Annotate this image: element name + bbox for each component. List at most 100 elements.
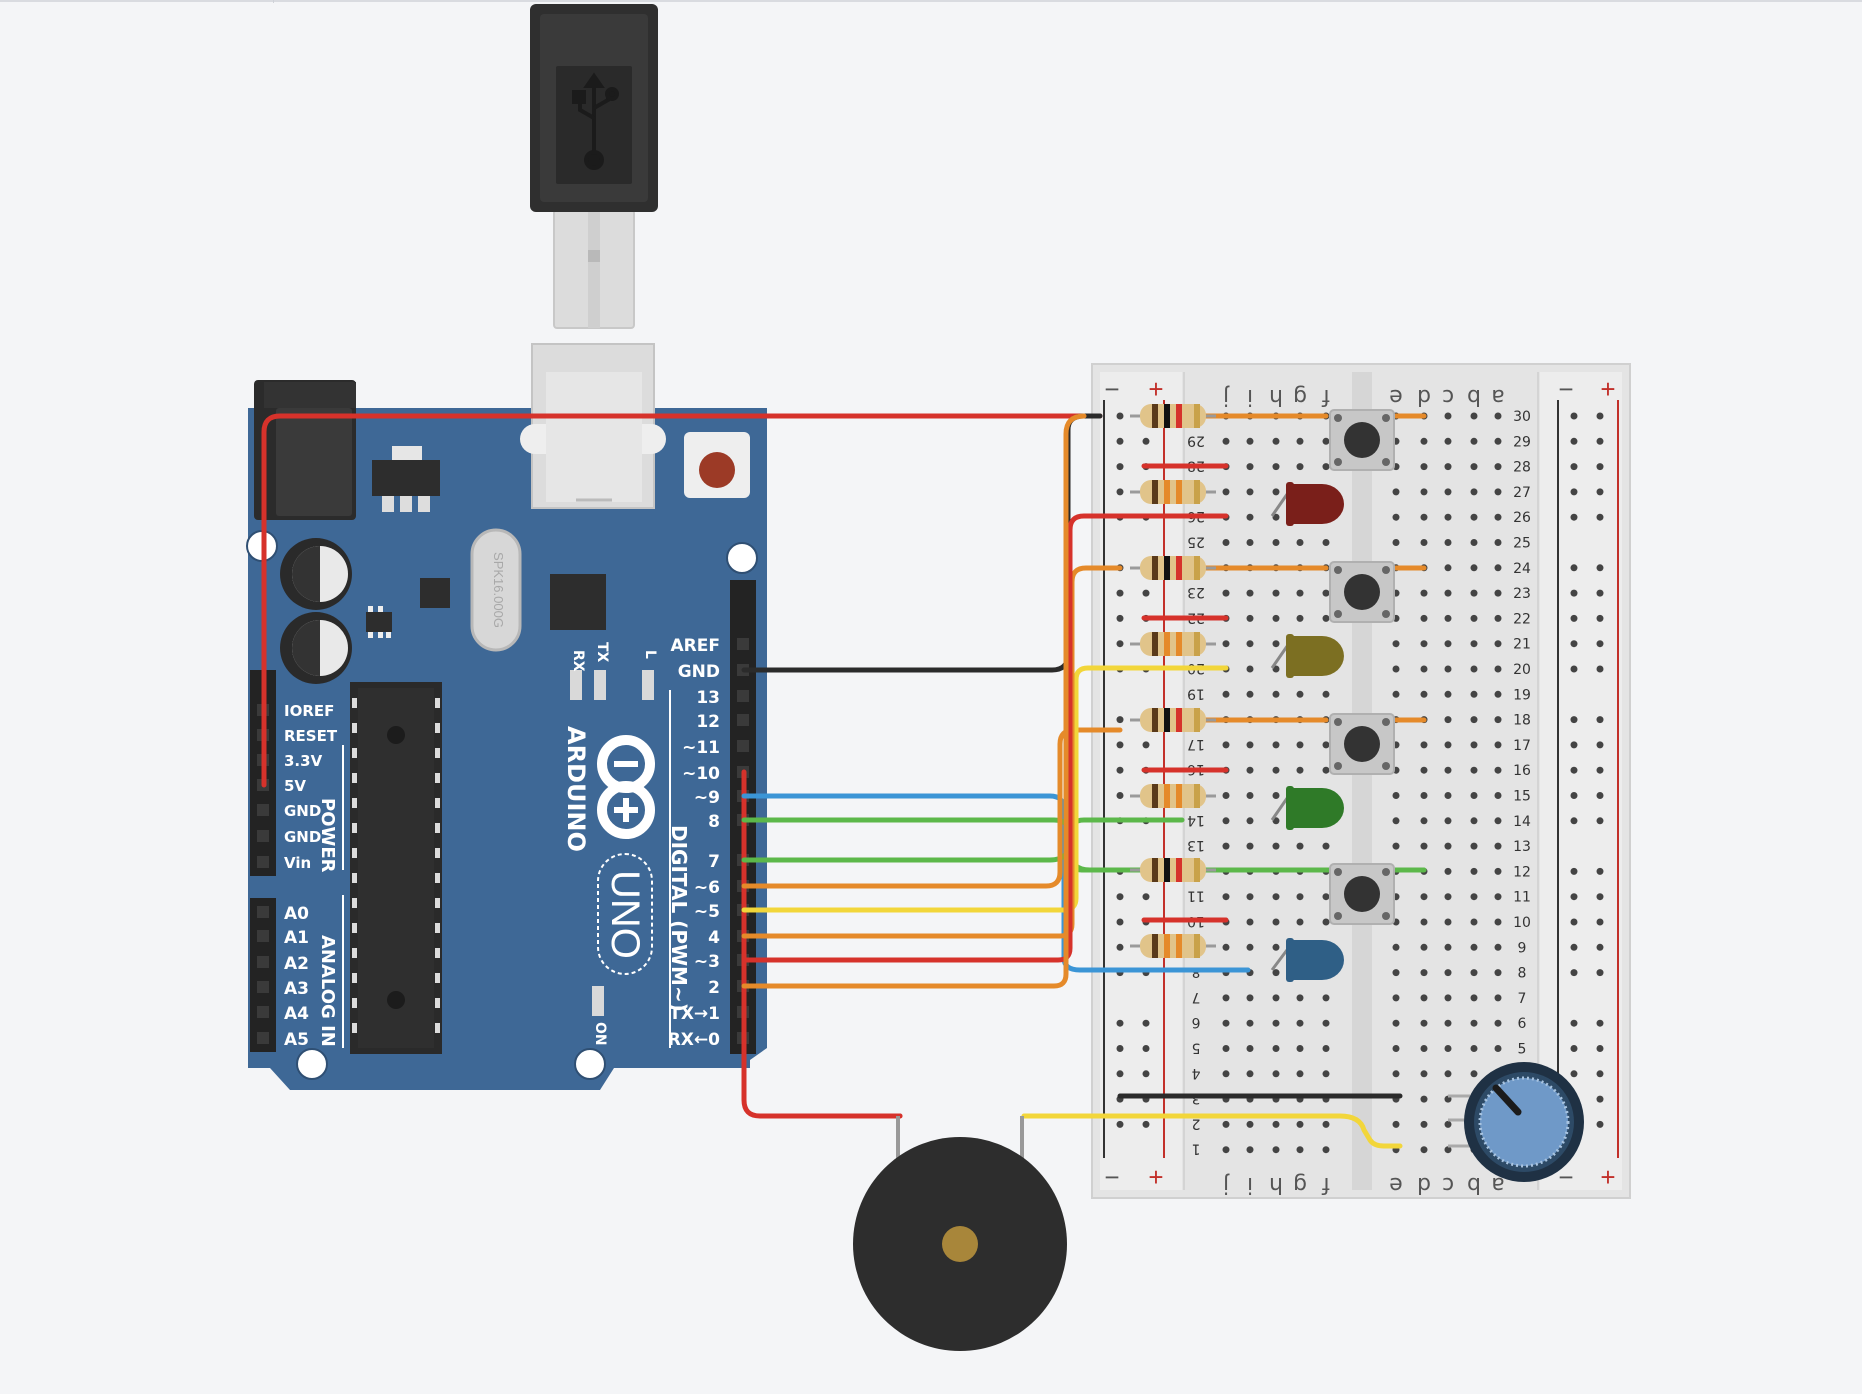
breadboard-hole[interactable]	[1444, 918, 1452, 926]
breadboard-hole[interactable]	[1296, 994, 1304, 1002]
green-led[interactable]	[1270, 786, 1344, 830]
breadboard-hole[interactable]	[1272, 994, 1280, 1002]
breadboard-hole[interactable]	[1570, 1045, 1578, 1052]
resistor[interactable]	[1130, 404, 1216, 428]
breadboard-hole[interactable]	[1392, 943, 1400, 951]
breadboard-hole[interactable]	[1596, 589, 1604, 597]
breadboard-hole[interactable]	[1420, 766, 1428, 774]
breadboard-hole[interactable]	[1222, 1019, 1230, 1027]
header-socket[interactable]	[737, 714, 749, 726]
breadboard-hole[interactable]	[1272, 690, 1280, 698]
breadboard-hole[interactable]	[1272, 1045, 1280, 1052]
breadboard-hole[interactable]	[1222, 640, 1230, 648]
breadboard-hole[interactable]	[1444, 614, 1452, 622]
blue-led[interactable]	[1270, 938, 1344, 982]
breadboard-hole[interactable]	[1420, 614, 1428, 622]
breadboard-hole[interactable]	[1470, 792, 1478, 799]
breadboard-hole[interactable]	[1296, 589, 1304, 597]
header-socket[interactable]	[257, 804, 269, 816]
breadboard-hole[interactable]	[1420, 741, 1428, 749]
breadboard-hole[interactable]	[1570, 766, 1578, 774]
breadboard-hole[interactable]	[1246, 513, 1254, 521]
breadboard-hole[interactable]	[1596, 513, 1604, 521]
breadboard-hole[interactable]	[1322, 1146, 1330, 1154]
breadboard-hole[interactable]	[1470, 1045, 1478, 1052]
breadboard-hole[interactable]	[1494, 741, 1502, 749]
breadboard-hole[interactable]	[1470, 716, 1478, 724]
breadboard-hole[interactable]	[1444, 1120, 1452, 1128]
breadboard-hole[interactable]	[1470, 817, 1478, 825]
breadboard-hole[interactable]	[1296, 1120, 1304, 1128]
breadboard-hole[interactable]	[1322, 918, 1330, 926]
breadboard-hole[interactable]	[1246, 1070, 1254, 1078]
breadboard-hole[interactable]	[1470, 969, 1478, 977]
breadboard-hole[interactable]	[1222, 1070, 1230, 1078]
breadboard-hole[interactable]	[1116, 589, 1124, 597]
breadboard-hole[interactable]	[1444, 1070, 1452, 1078]
breadboard-hole[interactable]	[1494, 817, 1502, 825]
breadboard-hole[interactable]	[1596, 792, 1604, 799]
breadboard-hole[interactable]	[1420, 437, 1428, 445]
breadboard-hole[interactable]	[1494, 1019, 1502, 1027]
breadboard-hole[interactable]	[1322, 614, 1330, 622]
breadboard-hole[interactable]	[1322, 539, 1330, 546]
breadboard-hole[interactable]	[1392, 817, 1400, 825]
breadboard-hole[interactable]	[1392, 665, 1400, 673]
breadboard-hole[interactable]	[1570, 614, 1578, 622]
breadboard-hole[interactable]	[1570, 1070, 1578, 1078]
breadboard-hole[interactable]	[1322, 741, 1330, 749]
header-socket[interactable]	[257, 956, 269, 968]
breadboard-hole[interactable]	[1392, 969, 1400, 977]
breadboard-hole[interactable]	[1116, 614, 1124, 622]
header-socket[interactable]	[737, 740, 749, 752]
wires[interactable]	[261, 413, 1427, 1149]
breadboard-hole[interactable]	[1470, 589, 1478, 597]
breadboard-hole[interactable]	[1596, 488, 1604, 496]
breadboard-hole[interactable]	[1596, 943, 1604, 951]
breadboard-hole[interactable]	[1142, 1120, 1150, 1128]
breadboard-hole[interactable]	[1494, 842, 1502, 850]
resistor[interactable]	[1130, 784, 1216, 808]
breadboard-hole[interactable]	[1420, 1120, 1428, 1128]
breadboard-hole[interactable]	[1296, 437, 1304, 445]
breadboard-hole[interactable]	[1272, 640, 1280, 648]
breadboard-hole[interactable]	[1470, 690, 1478, 698]
breadboard-hole[interactable]	[1246, 893, 1254, 901]
breadboard-hole[interactable]	[1322, 766, 1330, 774]
breadboard-hole[interactable]	[1246, 741, 1254, 749]
breadboard-hole[interactable]	[1470, 614, 1478, 622]
breadboard-hole[interactable]	[1470, 412, 1478, 420]
breadboard-hole[interactable]	[1470, 1070, 1478, 1078]
breadboard-hole[interactable]	[1470, 640, 1478, 648]
breadboard-hole[interactable]	[1596, 766, 1604, 774]
breadboard-hole[interactable]	[1470, 539, 1478, 546]
breadboard-hole[interactable]	[1444, 690, 1452, 698]
breadboard-hole[interactable]	[1246, 539, 1254, 546]
breadboard-hole[interactable]	[1596, 1045, 1604, 1052]
breadboard-hole[interactable]	[1246, 589, 1254, 597]
breadboard-hole[interactable]	[1296, 539, 1304, 546]
breadboard-hole[interactable]	[1322, 463, 1330, 471]
breadboard-hole[interactable]	[1272, 437, 1280, 445]
breadboard-hole[interactable]	[1596, 867, 1604, 875]
pushbutton[interactable]	[1329, 409, 1395, 471]
breadboard-hole[interactable]	[1116, 640, 1124, 648]
breadboard-hole[interactable]	[1420, 665, 1428, 673]
breadboard-hole[interactable]	[1494, 893, 1502, 901]
header-socket[interactable]	[737, 638, 749, 650]
breadboard-hole[interactable]	[1494, 867, 1502, 875]
breadboard-hole[interactable]	[1494, 665, 1502, 673]
breadboard-hole[interactable]	[1596, 817, 1604, 825]
breadboard-hole[interactable]	[1596, 665, 1604, 673]
pushbutton[interactable]	[1329, 561, 1395, 623]
breadboard-hole[interactable]	[1420, 1095, 1428, 1103]
breadboard-hole[interactable]	[1246, 488, 1254, 496]
breadboard-hole[interactable]	[1470, 1019, 1478, 1027]
breadboard-hole[interactable]	[1470, 463, 1478, 471]
breadboard-hole[interactable]	[1596, 564, 1604, 572]
breadboard-hole[interactable]	[1470, 893, 1478, 901]
breadboard-hole[interactable]	[1420, 943, 1428, 951]
breadboard-hole[interactable]	[1470, 741, 1478, 749]
breadboard-hole[interactable]	[1222, 488, 1230, 496]
breadboard-hole[interactable]	[1420, 994, 1428, 1002]
